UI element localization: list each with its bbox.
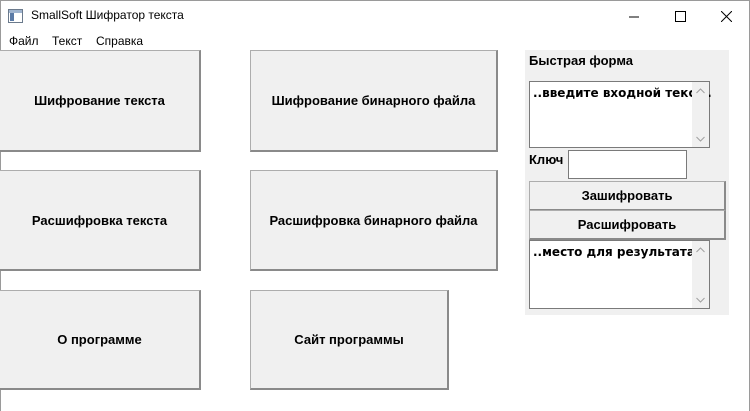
menu-help[interactable]: Справка: [96, 34, 144, 48]
menu-text[interactable]: Текст: [52, 34, 83, 48]
maximize-icon: [674, 10, 686, 22]
scroll-up-icon[interactable]: [692, 82, 709, 99]
website-button[interactable]: Сайт программы: [250, 290, 449, 390]
minimize-button[interactable]: [611, 1, 657, 31]
quick-form-title: Быстрая форма: [529, 53, 633, 68]
input-textarea[interactable]: ..введите входной текст..: [529, 81, 712, 148]
decrypt-button[interactable]: Расшифровать: [529, 210, 726, 240]
title-bar[interactable]: SmallSoft Шифратор текста: [1, 1, 749, 31]
scroll-down-icon[interactable]: [692, 130, 709, 147]
result-scrollbar[interactable]: [692, 241, 709, 308]
maximize-button[interactable]: [657, 1, 703, 31]
input-text: ..введите входной текст..: [533, 86, 712, 100]
key-label: Ключ: [529, 152, 564, 167]
encrypt-button[interactable]: Зашифровать: [529, 181, 726, 211]
minimize-icon: [628, 16, 639, 17]
scroll-up-icon[interactable]: [692, 241, 709, 258]
app-icon: [8, 9, 23, 23]
encrypt-text-button[interactable]: Шифрование текста: [0, 50, 201, 152]
close-icon: [720, 10, 732, 22]
main-panel: Шифрование текста Шифрование бинарного ф…: [0, 50, 749, 411]
encrypt-binary-button[interactable]: Шифрование бинарного файла: [250, 50, 498, 152]
result-textarea[interactable]: ..место для результата..: [529, 240, 710, 309]
result-text: ..место для результата..: [533, 245, 705, 259]
scroll-down-icon[interactable]: [692, 291, 709, 308]
about-button[interactable]: О программе: [0, 290, 201, 390]
input-scrollbar[interactable]: [692, 82, 709, 147]
quick-form-panel: Быстрая форма ..введите входной текст.. …: [525, 50, 729, 315]
decrypt-text-button[interactable]: Расшифровка текста: [0, 170, 201, 271]
close-button[interactable]: [703, 1, 749, 31]
menu-file[interactable]: Файл: [9, 34, 39, 48]
window-title: SmallSoft Шифратор текста: [31, 8, 184, 22]
menu-bar: Файл Текст Справка: [1, 31, 749, 50]
decrypt-binary-button[interactable]: Расшифровка бинарного файла: [250, 170, 498, 271]
key-input[interactable]: [568, 150, 687, 179]
